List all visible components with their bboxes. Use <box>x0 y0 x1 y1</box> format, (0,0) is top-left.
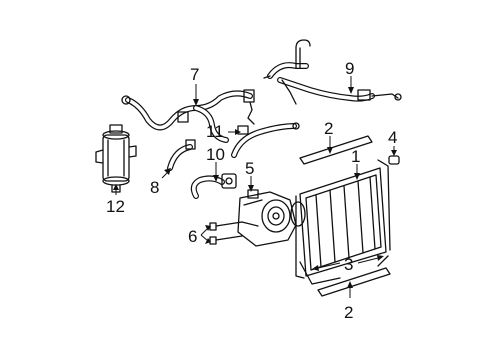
callout-7: 7 <box>190 65 199 84</box>
callout-9: 9 <box>345 59 354 78</box>
accumulator-drier <box>95 124 137 193</box>
callout-5: 5 <box>245 159 254 178</box>
compressor <box>237 189 306 247</box>
small-hose <box>167 139 196 171</box>
suction-hose <box>121 89 255 143</box>
seal-lower <box>317 267 391 297</box>
callout-2-lower: 2 <box>344 303 353 322</box>
callout-labels: 1 2 2 3 4 5 6 7 8 9 10 11 12 <box>106 59 397 322</box>
mounting-bolts <box>209 221 243 245</box>
liquid-line <box>263 39 402 105</box>
callout-2-upper: 2 <box>324 119 333 138</box>
callout-12: 12 <box>106 197 125 216</box>
callout-3: 3 <box>344 255 353 274</box>
callout-11: 11 <box>206 122 224 141</box>
leader-lines <box>113 76 397 298</box>
callout-1: 1 <box>351 147 360 166</box>
callout-10: 10 <box>206 145 225 164</box>
seal-upper <box>299 135 373 165</box>
callout-6: 6 <box>188 227 197 246</box>
condenser <box>295 159 391 285</box>
callout-4: 4 <box>388 128 397 147</box>
callout-8: 8 <box>150 178 159 197</box>
